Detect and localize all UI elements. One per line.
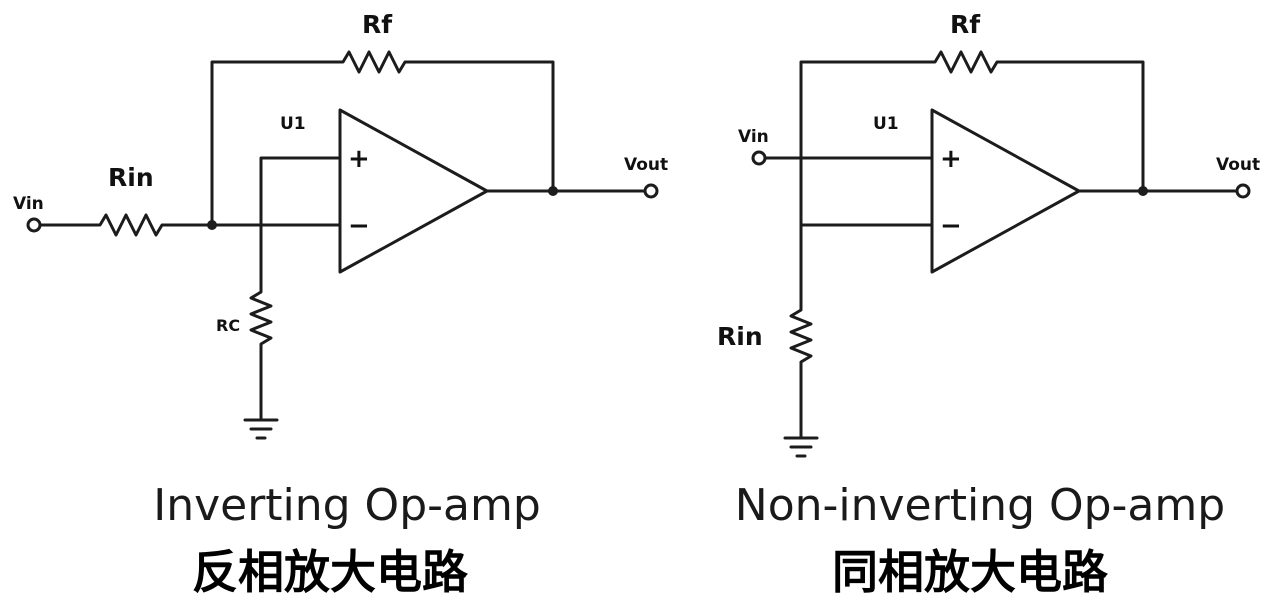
noninv-vin-terminal (751, 150, 767, 166)
inv-ground-symbol (243, 418, 279, 440)
inv-u1-label: U1 (280, 114, 306, 134)
inv-plus-sign: + (348, 144, 370, 174)
noninv-rin-wire (789, 223, 934, 440)
inv-vin-label: Vin (13, 194, 44, 214)
inv-rc-label: RC (216, 316, 240, 335)
inv-minus-sign: − (348, 211, 370, 241)
inv-caption-en: Inverting Op-amp (153, 480, 541, 531)
noninv-caption-cn: 同相放大电路 (832, 545, 1108, 599)
inv-rin-label: Rin (108, 163, 154, 192)
non-inverting-circuit: Rf U1 Vin Vout Rin + − (717, 10, 1260, 458)
inv-rc-wire (249, 156, 342, 422)
noninv-caption-en: Non-inverting Op-amp (734, 480, 1226, 531)
noninv-plus-sign: + (940, 144, 962, 174)
inv-feedback-wire (210, 50, 555, 227)
inv-junction-output (548, 186, 558, 196)
inverting-circuit: Rf U1 Rin Vin Vout RC + − (13, 10, 668, 440)
noninv-junction-output (1138, 186, 1148, 196)
noninv-feedback-wire (799, 50, 1145, 227)
noninv-vout-terminal (1235, 183, 1251, 199)
noninv-vout-label: Vout (1216, 155, 1260, 175)
noninv-minus-sign: − (940, 211, 962, 241)
inv-caption-cn: 反相放大电路 (192, 545, 468, 599)
inv-input-wire (39, 213, 342, 237)
inv-opamp-triangle (338, 108, 489, 274)
inv-vout-terminal (643, 183, 659, 199)
noninv-rf-label: Rf (950, 10, 981, 39)
noninv-opamp-triangle (930, 108, 1081, 274)
inv-vout-label: Vout (624, 155, 668, 175)
inv-vin-terminal (26, 217, 42, 233)
noninv-rin-label: Rin (717, 322, 763, 351)
noninv-ground-symbol (783, 436, 819, 458)
inv-junction-input (207, 220, 217, 230)
noninv-u1-label: U1 (873, 114, 899, 134)
inv-rf-label: Rf (362, 10, 393, 39)
noninv-vin-label: Vin (738, 127, 769, 147)
